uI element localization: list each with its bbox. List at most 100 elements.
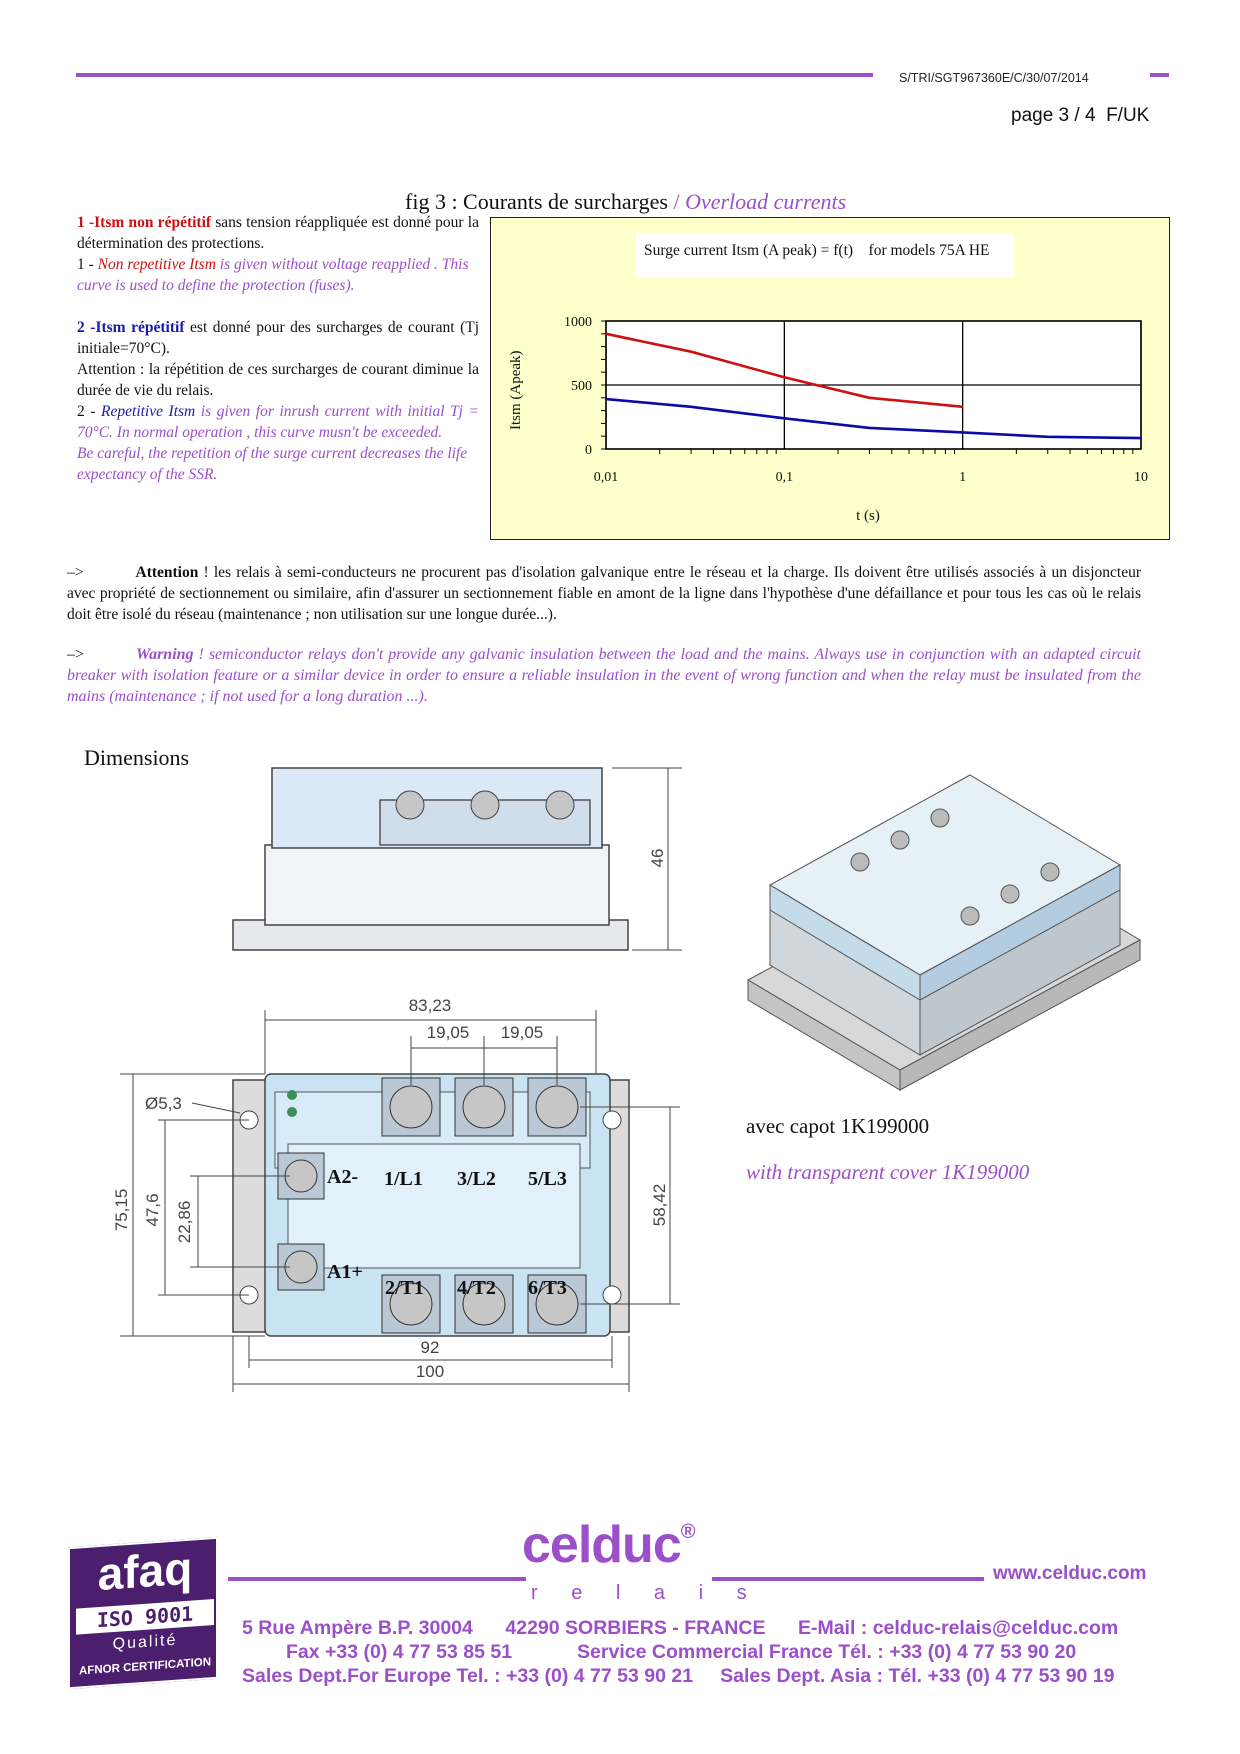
dim-19a-label: 19,05	[427, 1023, 470, 1042]
x-tick-label: 10	[1134, 470, 1148, 485]
warning-en-head: Warning	[136, 646, 194, 663]
dim-92-label: 92	[421, 1338, 440, 1357]
dimension-drawing: 46	[112, 767, 1142, 1392]
iso-screw-3	[930, 808, 950, 828]
footer-rule-right	[712, 1577, 984, 1581]
label-2-t1: 2/T1	[385, 1277, 424, 1299]
sales-line: Sales Dept.For Europe Tel. : +33 (0) 4 7…	[242, 1665, 1115, 1687]
non-repetitive-en: 1 - Non repetitive Itsm is given without…	[77, 254, 479, 296]
top-view-label-zone	[287, 1143, 581, 1269]
p1-heading: -Itsm non répétitif	[88, 214, 212, 231]
warning-en-arrow: –>	[67, 646, 85, 663]
label-3-l2: 3/L2	[457, 1168, 496, 1190]
warning-en: –> Warning ! semiconductor relays don't p…	[67, 644, 1141, 707]
repetitive-en: 2 - Repetitive Itsm is given for inrush …	[77, 401, 479, 443]
series-line-non-repetitive	[605, 332, 963, 409]
iso-screw-2	[890, 830, 910, 850]
terminal-6-screw	[535, 1282, 579, 1326]
afaq-iso: ISO 9001	[76, 1599, 214, 1635]
mounting-hole-right	[602, 1110, 622, 1130]
dim-19b-label: 19,05	[501, 1023, 544, 1042]
celduc-brand: celduc	[522, 1516, 682, 1574]
side-view-screw-1	[395, 790, 425, 820]
warning-fr-text: ! les relais à semi-conducteurs ne procu…	[67, 564, 1141, 623]
label-a2: A2-	[327, 1166, 358, 1188]
warning-fr-arrow: –>	[67, 564, 84, 581]
non-repetitive-fr: 1 -Itsm non répétitif sans tension réapp…	[77, 212, 479, 254]
header-rule-right	[1150, 73, 1169, 77]
dim-hole-leader	[191, 1102, 241, 1114]
dim-100-label: 100	[416, 1362, 444, 1381]
top-view: A2- A1+ 1/L1 3/L2 5/L3 2/T1 4/T2 6/T3 83…	[112, 996, 680, 1392]
led-1	[287, 1090, 297, 1100]
chart-title: Surge current Itsm (A peak) = f(t) for m…	[644, 242, 990, 259]
p1-en-text: is given without voltage reapplied . Thi…	[77, 256, 469, 294]
iso-screw-1	[850, 852, 870, 872]
iso-screw-6	[1040, 862, 1060, 882]
footer-rule-left	[228, 1577, 526, 1581]
celduc-relais: r e l a i s	[531, 1582, 761, 1604]
chart-svg: Surge current Itsm (A peak) = f(t) for m…	[508, 233, 1148, 524]
address-line: 5 Rue Ampère B.P. 30004 42290 SORBIERS -…	[242, 1617, 1119, 1639]
p2-heading: -Itsm répétitif	[90, 319, 185, 336]
y-tick-label: 500	[571, 379, 592, 394]
website-link[interactable]: www.celduc.com	[993, 1563, 1147, 1584]
p1-en-heading: Non repetitive Itsm	[97, 256, 216, 273]
chart-series	[605, 332, 1142, 440]
power-terminals-top	[381, 1077, 587, 1137]
terminal-4-screw	[462, 1282, 506, 1326]
series-line-repetitive	[605, 397, 1142, 440]
dim-83-label: 83,23	[409, 996, 452, 1015]
cover-caption-fr: avec capot 1K199000	[746, 1114, 930, 1138]
power-terminals-bottom	[381, 1274, 587, 1334]
side-view-screw-3	[545, 790, 575, 820]
y-tick-label: 1000	[564, 315, 592, 330]
p1-text: sans tension réappliquée est donné pour …	[77, 214, 479, 252]
dim-58-label: 58,42	[650, 1184, 669, 1227]
terminal-2-screw	[389, 1282, 433, 1326]
warning-fr: –> Attention ! les relais à semi-conducte…	[67, 562, 1141, 625]
terminal-1-screw	[389, 1085, 433, 1129]
chart-title-box	[636, 233, 1014, 277]
repetitive-fr: 2 -Itsm répétitif est donné pour des sur…	[77, 317, 479, 359]
header-rule-left	[76, 73, 873, 77]
repetitive-fr-warning: Attention : la répétition de ces surchar…	[77, 361, 479, 399]
cover-caption-en: with transparent cover 1K199000	[746, 1160, 1030, 1184]
label-4-t2: 4/T2	[457, 1277, 496, 1299]
warning-en-text: ! semiconductor relays don't provide any…	[67, 646, 1141, 705]
document-reference: S/TRI/SGT967360E/C/30/07/2014	[899, 71, 1089, 85]
celduc-reg: ®	[680, 1521, 696, 1543]
afaq-logo: afaq ISO 9001 Qualité AFNOR CERTIFICATIO…	[68, 1536, 218, 1690]
isometric-view	[746, 774, 1142, 1091]
side-view-body	[264, 844, 610, 926]
p2-en-text: is given for inrush current with initial…	[77, 403, 480, 441]
dim-22-label: 22,86	[175, 1201, 194, 1244]
led-2	[287, 1107, 297, 1117]
p1-number: 1	[77, 214, 85, 231]
terminal-5-screw	[535, 1085, 579, 1129]
fax-line: Fax +33 (0) 4 77 53 85 51 Service Commer…	[286, 1641, 1077, 1663]
surge-current-chart: Surge current Itsm (A peak) = f(t) for m…	[490, 217, 1170, 540]
p2-number: 2	[77, 319, 85, 336]
x-tick-label: 0,1	[776, 470, 794, 485]
label-6-t3: 6/T3	[528, 1277, 567, 1299]
itsm-description: 1 -Itsm non répétitif sans tension réapp…	[77, 212, 479, 485]
chart-xlabel: t (s)	[856, 508, 880, 524]
warning-fr-head: Attention	[135, 564, 199, 581]
iso-rail-side	[899, 939, 1141, 1091]
label-1-l1: 1/L1	[384, 1168, 423, 1190]
figure-title-sep: /	[667, 189, 686, 214]
chart-grid	[605, 320, 1142, 450]
terminal-3-screw	[462, 1085, 506, 1129]
dim-46-label: 46	[648, 849, 667, 868]
iso-cover-side	[919, 864, 1121, 1001]
celduc-logo: celduc®	[522, 1515, 712, 1590]
dim-47-label: 47,6	[143, 1193, 162, 1226]
afaq-logo-text: afaq	[97, 1541, 193, 1601]
figure-title-en: Overload currents	[685, 189, 847, 214]
side-view-screw-2	[470, 790, 500, 820]
afaq-afnor: AFNOR CERTIFICATION	[78, 1656, 212, 1678]
x-tick-label: 1	[959, 470, 966, 485]
dim-75-label: 75,15	[112, 1189, 131, 1232]
